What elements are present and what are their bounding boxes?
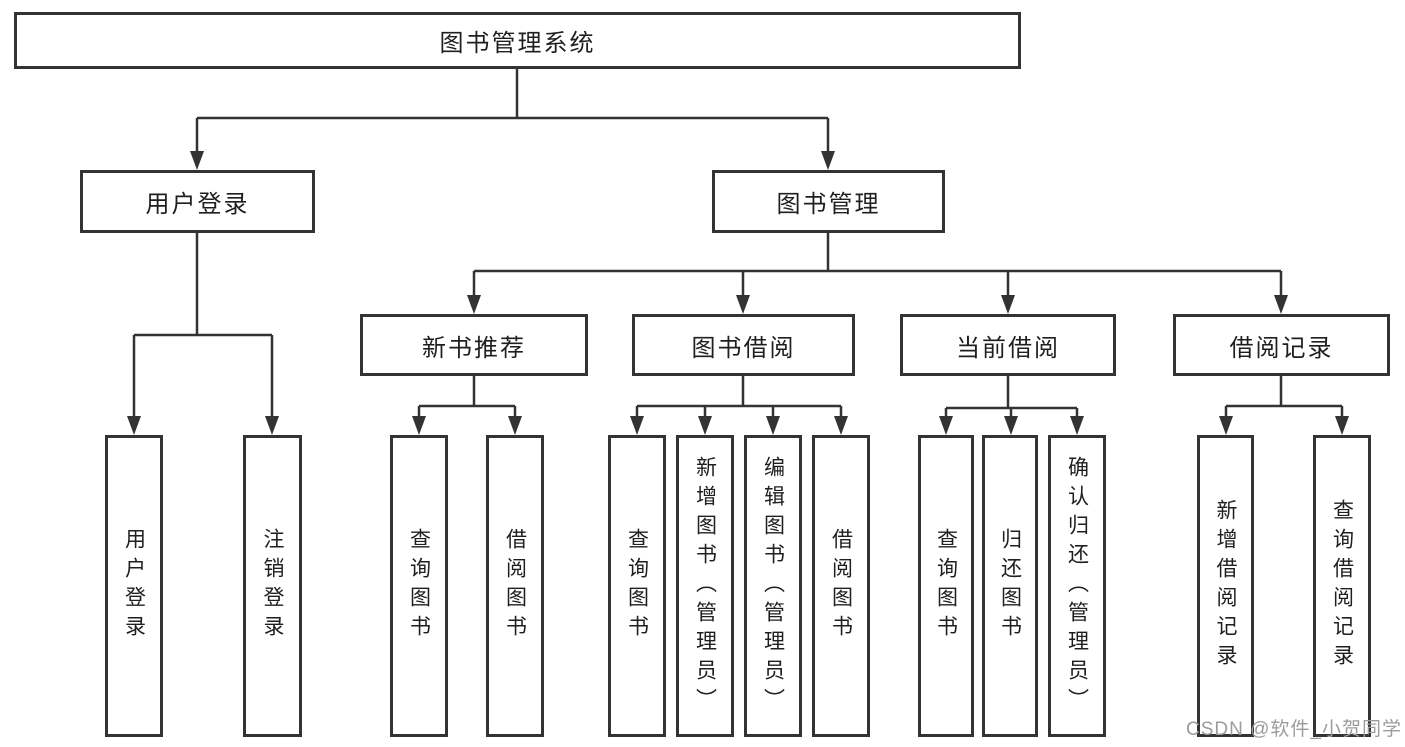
leaf-confirm-return-admin: 确认归还（管理员） [1048,435,1106,737]
leaf-user-login: 用户登录 [105,435,163,737]
node-label: 查询借阅记录 [1330,499,1354,673]
node-label: 用户登录 [145,191,250,218]
node-label: 新书推荐 [422,334,526,362]
leaf-query-books-3: 查询图书 [918,435,974,737]
node-root-system: 图书管理系统 [14,12,1021,69]
connector-lines [132,68,1344,422]
node-label: 当前借阅 [956,334,1060,362]
node-user-login: 用户登录 [80,170,315,233]
leaf-query-books-2: 查询图书 [608,435,666,737]
node-label: 查询图书 [407,528,431,644]
node-label: 归还图书 [998,528,1022,644]
node-label: 编辑图书（管理员） [761,455,785,717]
node-label: 新增借阅记录 [1214,499,1237,673]
leaf-add-borrow-record: 新增借阅记录 [1197,435,1254,737]
node-label: 图书管理 [776,191,881,218]
node-book-borrow: 图书借阅 [632,314,855,376]
leaf-return-books: 归还图书 [982,435,1038,737]
node-book-management: 图书管理 [712,170,945,233]
node-label: 注销登录 [261,528,284,644]
leaf-query-books-1: 查询图书 [390,435,448,737]
node-label: 借阅记录 [1229,334,1334,362]
node-label: 查询图书 [625,528,649,644]
node-borrow-records: 借阅记录 [1173,314,1390,376]
node-current-borrow: 当前借阅 [900,314,1116,376]
leaf-borrow-books-2: 借阅图书 [812,435,870,737]
csdn-watermark: CSDN @软件_小贺同学 [1186,719,1402,740]
node-label: 借阅图书 [503,528,527,644]
node-label: 借阅图书 [829,528,853,644]
node-label: 用户登录 [122,528,146,644]
node-label: 新增图书（管理员） [693,455,717,717]
node-label: 确认归还（管理员） [1065,455,1089,717]
leaf-add-books-admin: 新增图书（管理员） [676,435,734,737]
node-label: 查询图书 [934,528,958,644]
node-new-book-recommend: 新书推荐 [360,314,588,376]
node-label: 图书借阅 [691,334,796,362]
leaf-logout: 注销登录 [243,435,302,737]
leaf-edit-books-admin: 编辑图书（管理员） [744,435,802,737]
leaf-borrow-books-1: 借阅图书 [486,435,544,737]
node-label: 图书管理系统 [439,30,596,57]
leaf-query-borrow-record: 查询借阅记录 [1313,435,1371,737]
